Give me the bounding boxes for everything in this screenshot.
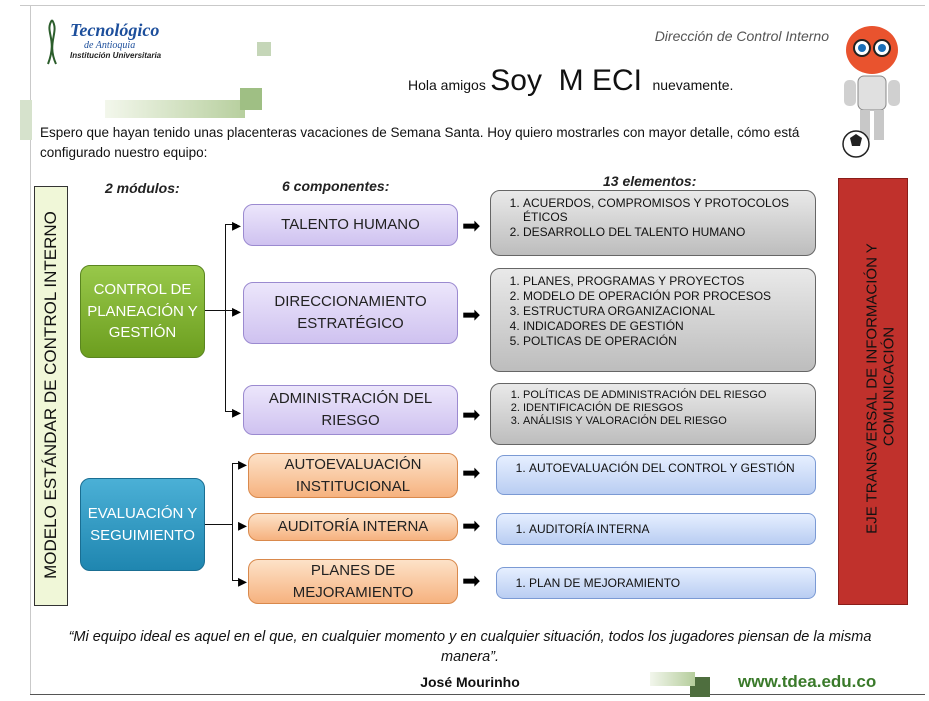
robot-mascot-icon (832, 20, 912, 160)
elements-riesgo: POLÍTICAS DE ADMINISTRACIÓN DEL RIESGO I… (490, 383, 816, 445)
arrow-right-icon: ➡ (462, 460, 481, 485)
greeting-end: nuevamente. (652, 77, 734, 93)
component-label: TALENTO HUMANO (281, 216, 420, 234)
right-vertical-label-2: COMUNICACIÓN (880, 326, 898, 447)
logo-tagline: Institución Universitaria (70, 51, 162, 60)
connector-line (225, 411, 237, 412)
component-label: AUTOEVALUACIÓN INSTITUCIONAL (284, 455, 422, 495)
elements-autoevaluacion: AUTOEVALUACIÓN DEL CONTROL Y GESTIÓN (496, 455, 816, 495)
list-item: POLÍTICAS DE ADMINISTRACIÓN DEL RIESGO (523, 389, 807, 401)
arrow-right-icon: ▸ (232, 301, 242, 321)
arrow-right-icon: ▸ (238, 454, 248, 474)
module-label: EVALUACIÓN Y SEGUIMIENTO (87, 504, 198, 544)
decor-line-left (30, 5, 31, 695)
component-direccionamiento[interactable]: DIRECCIONAMIENTO ESTRATÉGICO (243, 282, 458, 344)
arrow-right-icon: ➡ (462, 402, 481, 427)
component-label: PLANES DE MEJORAMIENTO (292, 561, 414, 601)
arrow-right-icon: ▸ (232, 402, 242, 422)
list-item: AUTOEVALUACIÓN DEL CONTROL Y GESTIÓN (529, 461, 807, 475)
elements-planes: PLAN DE MEJORAMIENTO (496, 567, 816, 599)
greeting-big: Soy M ECI (490, 64, 642, 97)
header-elements: 13 elementos: (603, 173, 697, 189)
connector-line (225, 224, 237, 225)
list-item: IDENTIFICACIÓN DE RIESGOS (523, 402, 807, 414)
right-vertical-label-1: EJE TRANSVERSAL DE INFORMACIÓN Y (863, 243, 881, 534)
connector-line (225, 224, 226, 412)
component-auditoria-interna[interactable]: AUDITORÍA INTERNA (248, 513, 458, 541)
decor-square (257, 42, 271, 56)
department-title: Dirección de Control Interno (654, 28, 829, 44)
list-item: PLANES, PROGRAMAS Y PROYECTOS (523, 274, 807, 288)
elements-auditoria: AUDITORÍA INTERNA (496, 513, 816, 545)
website-link[interactable]: www.tdea.edu.co (738, 672, 877, 691)
list-item: ESTRUCTURA ORGANIZACIONAL (523, 304, 807, 318)
connector-line (225, 310, 237, 311)
component-administracion-riesgo[interactable]: ADMINISTRACIÓN DEL RIESGO (243, 385, 458, 435)
intro-text: Espero que hayan tenido unas placenteras… (40, 125, 800, 161)
decor-square (105, 100, 245, 118)
arrow-right-icon: ➡ (462, 302, 481, 327)
elements-direccionamiento: PLANES, PROGRAMAS Y PROYECTOS MODELO DE … (490, 268, 816, 372)
component-label: AUDITORÍA INTERNA (277, 518, 429, 536)
module-control-planeacion[interactable]: CONTROL DE PLANEACIÓN Y GESTIÓN (80, 265, 205, 358)
greeting: Hola amigos Soy M ECI nuevamente. (408, 64, 733, 98)
connector-line (232, 580, 242, 581)
right-vertical-bar (838, 178, 908, 605)
component-autoevaluacion[interactable]: AUTOEVALUACIÓN INSTITUCIONAL (248, 453, 458, 498)
arrow-right-icon: ➡ (462, 513, 481, 538)
component-label: ADMINISTRACIÓN DEL RIESGO (268, 390, 433, 429)
decor-square (20, 100, 32, 140)
decor-line-top (20, 5, 925, 6)
list-item: PLAN DE MEJORAMIENTO (529, 576, 680, 590)
list-item: ANÁLISIS Y VALORACIÓN DEL RIESGO (523, 415, 807, 427)
arrow-right-icon: ▸ (232, 215, 242, 235)
component-label: DIRECCIONAMIENTO ESTRATÉGICO (274, 293, 427, 332)
component-planes-mejoramiento[interactable]: PLANES DE MEJORAMIENTO (248, 559, 458, 604)
decor-square (240, 88, 262, 110)
list-item: INDICADORES DE GESTIÓN (523, 319, 807, 333)
connector-line (232, 463, 242, 464)
component-talento-humano[interactable]: TALENTO HUMANO (243, 204, 458, 246)
logo-title: Tecnológico (70, 20, 160, 40)
left-vertical-bar (34, 186, 68, 606)
list-item: ACUERDOS, COMPROMISOS Y PROTOCOLOS ÉTICO… (523, 196, 807, 224)
greeting-small: Hola amigos (408, 77, 486, 93)
logo-subtitle: de Antioquia (84, 40, 136, 51)
arrow-right-icon: ➡ (462, 213, 481, 238)
connector-line (205, 310, 225, 311)
list-item: MODELO DE OPERACIÓN POR PROCESOS (523, 289, 807, 303)
left-vertical-label: MODELO ESTÁNDAR DE CONTROL INTERNO (41, 211, 60, 579)
list-item: AUDITORÍA INTERNA (529, 522, 649, 536)
arrow-right-icon: ➡ (462, 568, 481, 593)
elements-talento-humano: ACUERDOS, COMPROMISOS Y PROTOCOLOS ÉTICO… (490, 190, 816, 256)
decor-line-bottom (30, 694, 925, 695)
connector-line (232, 463, 233, 581)
decor-square (650, 672, 695, 686)
module-label: CONTROL DE PLANEACIÓN Y GESTIÓN (87, 280, 198, 342)
header-modules: 2 módulos: (105, 180, 180, 196)
quote-text: “Mi equipo ideal es aquel en el que, en … (68, 629, 872, 665)
logo-flame-icon (40, 18, 64, 66)
module-evaluacion-seguimiento[interactable]: EVALUACIÓN Y SEGUIMIENTO (80, 478, 205, 571)
list-item: POLTICAS DE OPERACIÓN (523, 334, 807, 348)
connector-line (205, 524, 232, 525)
decor-square (690, 677, 710, 697)
arrow-right-icon: ▸ (238, 515, 248, 535)
header-components: 6 componentes: (282, 178, 390, 194)
logo[interactable]: Tecnológico de Antioquia Institución Uni… (40, 18, 210, 68)
arrow-right-icon: ▸ (238, 571, 248, 591)
quote-author: José Mourinho (420, 674, 520, 690)
list-item: DESARROLLO DEL TALENTO HUMANO (523, 225, 807, 239)
